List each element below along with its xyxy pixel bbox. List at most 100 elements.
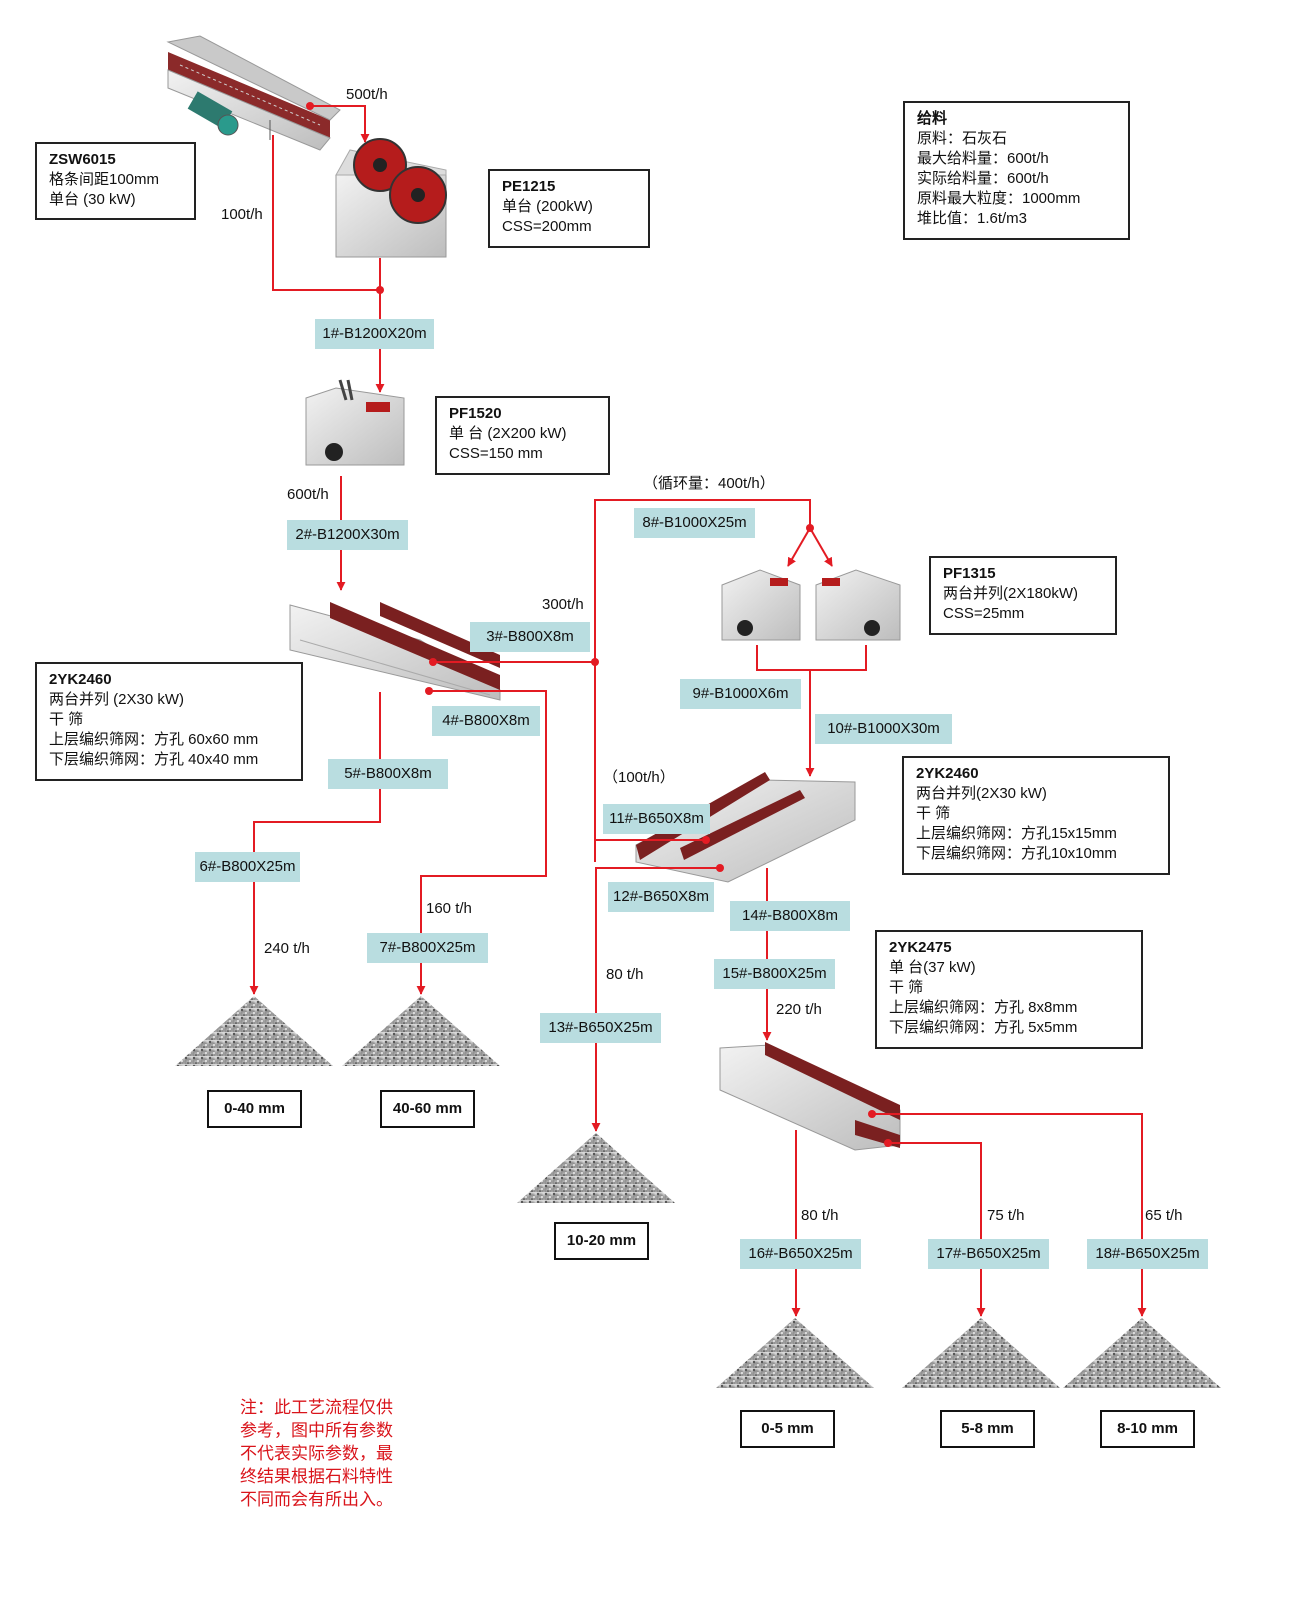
- conveyor-15-label: 15#-B800X25m: [714, 959, 835, 989]
- screen3-line: 单 台(37 kW): [889, 959, 976, 976]
- screen3-line: 上层编织筛网：方孔 8x8mm: [889, 999, 1078, 1016]
- feed-box-line: 原料：石灰石: [917, 130, 1008, 147]
- product-0-40-label: 0-40 mm: [207, 1090, 302, 1128]
- note-line: 参考，图中所有参数: [240, 1421, 393, 1440]
- stockpile-5-8-icon: [902, 1318, 1060, 1388]
- pf1315-title: PF1315: [943, 565, 996, 582]
- zsw-line: 单台 (30 kW): [49, 191, 136, 208]
- screen1-line: 干 筛: [49, 711, 84, 728]
- pf1315-line: CSS=25mm: [943, 605, 1025, 622]
- conveyor-11-label: 11#-B650X8m: [603, 804, 710, 834]
- conveyor-13-label: 13#-B650X25m: [540, 1013, 661, 1043]
- flow-rate-220: 220 t/h: [776, 1001, 822, 1018]
- screen1-info-box: 2YK2460 两台并列 (2X30 kW) 干 筛 上层编织筛网：方孔 60x…: [35, 662, 303, 781]
- conveyor-3-label: 3#-B800X8m: [470, 622, 590, 652]
- flow-rate-recycle: （循环量：400t/h）: [643, 475, 775, 492]
- zsw-line: 格条间距100mm: [49, 171, 160, 188]
- impact-crusher-pf1520-icon: [305, 379, 405, 466]
- conveyor-16-label: 16#-B650X25m: [740, 1239, 861, 1269]
- feed-box-line: 实际给料量：600t/h: [917, 170, 1049, 187]
- pf1315-line: 两台并列(2X180kW): [943, 585, 1079, 602]
- screen3-title: 2YK2475: [889, 939, 952, 956]
- screen1-line: 上层编织筛网：方孔 60x60 mm: [49, 731, 259, 748]
- screen3-info-box: 2YK2475 单 台(37 kW) 干 筛 上层编织筛网：方孔 8x8mm 下…: [875, 930, 1143, 1049]
- flow-rate-600: 600t/h: [287, 486, 329, 503]
- note-line: 注：此工艺流程仅供: [240, 1398, 393, 1417]
- stockpile-40-60-icon: [342, 996, 500, 1066]
- conveyor-2-label: 2#-B1200X30m: [287, 520, 408, 550]
- flow-lines: [249, 105, 1147, 1317]
- feed-box-line: 最大给料量：600t/h: [917, 150, 1049, 167]
- conveyor-4-label: 4#-B800X8m: [432, 706, 540, 736]
- note-line: 终结果根据石料特性: [240, 1467, 393, 1486]
- flow-rate-300: 300t/h: [542, 596, 584, 613]
- conveyor-5-label: 5#-B800X8m: [328, 759, 448, 789]
- screen2-title: 2YK2460: [916, 765, 979, 782]
- note-line: 不同而会有所出入。: [240, 1490, 393, 1509]
- feed-box-line: 堆比值：1.6t/m3: [917, 210, 1028, 227]
- screen2-line: 上层编织筛网：方孔15x15mm: [916, 825, 1117, 842]
- product-0-5-label: 0-5 mm: [740, 1410, 835, 1448]
- conveyor-7-label: 7#-B800X25m: [367, 933, 488, 963]
- junction-dots: [306, 102, 892, 1147]
- pf1520-line: CSS=150 mm: [449, 445, 543, 462]
- screen2-line: 干 筛: [916, 805, 951, 822]
- flow-rate-100b: （100t/h）: [603, 769, 675, 786]
- pf1520-title: PF1520: [449, 405, 502, 422]
- conveyor-12-label: 12#-B650X8m: [608, 882, 714, 912]
- impact-crusher-pf1315-left-icon: [721, 569, 801, 641]
- flow-rate-240: 240 t/h: [264, 940, 310, 957]
- flow-rate-100: 100t/h: [221, 206, 263, 223]
- pe-title: PE1215: [502, 178, 556, 195]
- vibrating-screen-1-icon: [289, 602, 501, 701]
- product-40-60-label: 40-60 mm: [380, 1090, 475, 1128]
- screen1-title: 2YK2460: [49, 671, 112, 688]
- disclaimer-note: 注：此工艺流程仅供 参考，图中所有参数 不代表实际参数，最 终结果根据石料特性 …: [240, 1396, 430, 1511]
- pe-line: CSS=200mm: [502, 218, 592, 235]
- screen1-line: 下层编织筛网：方孔 40x40 mm: [49, 751, 259, 768]
- vibrating-feeder-icon: [166, 35, 341, 151]
- conveyor-9-label: 9#-B1000X6m: [680, 679, 801, 709]
- stockpile-10-20-icon: [517, 1133, 675, 1203]
- screen1-line: 两台并列 (2X30 kW): [49, 691, 185, 708]
- conveyor-1-label: 1#-B1200X20m: [315, 319, 434, 349]
- screen2-info-box: 2YK2460 两台并列(2X30 kW) 干 筛 上层编织筛网：方孔15x15…: [902, 756, 1170, 875]
- stockpile-8-10-icon: [1063, 1318, 1221, 1388]
- pf1520-line: 单 台 (2X200 kW): [449, 425, 567, 442]
- feed-info-box: 给料 原料：石灰石 最大给料量：600t/h 实际给料量：600t/h 原料最大…: [903, 101, 1130, 240]
- screen3-line: 下层编织筛网：方孔 5x5mm: [889, 1019, 1078, 1036]
- screen2-line: 两台并列(2X30 kW): [916, 785, 1047, 802]
- flow-rate-65: 65 t/h: [1145, 1207, 1183, 1224]
- flow-rate-80a: 80 t/h: [606, 966, 644, 983]
- conveyor-8-label: 8#-B1000X25m: [634, 508, 755, 538]
- note-line: 不代表实际参数，最: [240, 1444, 393, 1463]
- stockpile-0-40-icon: [175, 996, 333, 1066]
- screen3-line: 干 筛: [889, 979, 924, 996]
- pf1315-info-box: PF1315 两台并列(2X180kW) CSS=25mm: [929, 556, 1117, 635]
- pe-line: 单台 (200kW): [502, 198, 593, 215]
- zsw6015-info-box: ZSW6015 格条间距100mm 单台 (30 kW): [35, 142, 196, 220]
- screen2-line: 下层编织筛网：方孔10x10mm: [916, 845, 1117, 862]
- zsw-title: ZSW6015: [49, 151, 116, 168]
- conveyor-6-label: 6#-B800X25m: [195, 852, 300, 882]
- vibrating-screen-3-icon: [719, 1042, 901, 1151]
- flow-rate-75: 75 t/h: [987, 1207, 1025, 1224]
- flow-rate-80b: 80 t/h: [801, 1207, 839, 1224]
- feed-box-title: 给料: [917, 110, 948, 127]
- impact-crusher-pf1315-right-icon: [815, 569, 901, 641]
- conveyor-14-label: 14#-B800X8m: [730, 901, 850, 931]
- conveyor-10-label: 10#-B1000X30m: [815, 714, 952, 744]
- conveyor-17-label: 17#-B650X25m: [928, 1239, 1049, 1269]
- stockpile-0-5-icon: [716, 1318, 874, 1388]
- flow-rate-160: 160 t/h: [426, 900, 472, 917]
- pf1520-info-box: PF1520 单 台 (2X200 kW) CSS=150 mm: [435, 396, 610, 475]
- product-8-10-label: 8-10 mm: [1100, 1410, 1195, 1448]
- jaw-crusher-icon: [335, 138, 447, 258]
- pe1215-info-box: PE1215 单台 (200kW) CSS=200mm: [488, 169, 650, 248]
- conveyor-18-label: 18#-B650X25m: [1087, 1239, 1208, 1269]
- product-5-8-label: 5-8 mm: [940, 1410, 1035, 1448]
- flow-rate-500: 500t/h: [346, 86, 388, 103]
- feed-box-line: 原料最大粒度：1000mm: [917, 190, 1081, 207]
- product-10-20-label: 10-20 mm: [554, 1222, 649, 1260]
